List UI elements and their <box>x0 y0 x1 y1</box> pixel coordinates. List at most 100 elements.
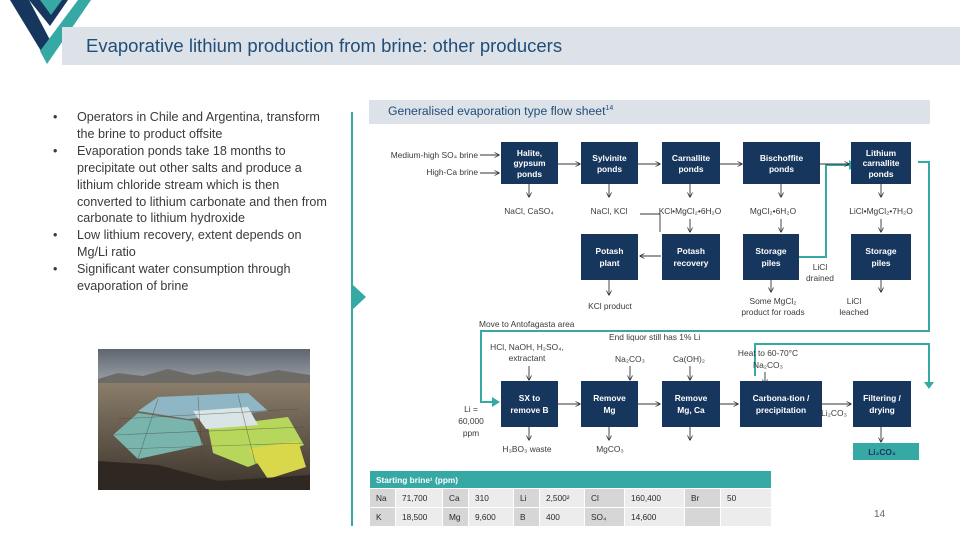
title-bar <box>62 27 960 65</box>
output-licarnallite-salts: LiCl•MgCl₂•7H₂O <box>849 206 913 216</box>
table-cell-value: 71,700 <box>395 488 443 508</box>
flowsheet-title-ref: 14 <box>605 104 614 112</box>
box-halite-line1: Halite, <box>517 148 542 158</box>
photo-mountains <box>98 369 310 385</box>
table-header: Starting brine¹ (ppm) <box>369 470 772 489</box>
box-sylvinite-line2: ponds <box>597 164 622 174</box>
flowsheet-title: Generalised evaporation type flow sheet1… <box>388 104 613 118</box>
note-antofagasta: Move to Antofagasta area <box>479 319 575 329</box>
input-na2co3: Na₂CO₃ <box>615 354 645 364</box>
flowsheet-title-text: Generalised evaporation type flow sheet <box>388 104 606 118</box>
box-carbonation-line2: precipitation <box>756 405 806 415</box>
output-sylvinite-salts: NaCl, KCl <box>591 206 628 216</box>
box-storage2-line1: Storage <box>865 246 897 256</box>
output-h3bo3: H₃BO₃ waste <box>502 444 552 454</box>
logo-inner-dark <box>29 0 68 26</box>
table-cell-value: 9,600 <box>468 507 514 527</box>
box-halite-line3: ponds <box>517 169 542 179</box>
arrow-sylvinite-salt-to-plant <box>640 213 661 232</box>
transfer-line-to-antofagasta <box>480 161 930 403</box>
output-bischoffite-salts: MgCl₂•6H₂O <box>750 206 797 216</box>
box-potash-plant-line1: Potash <box>596 246 624 256</box>
box-sylvinite-line1: Sylvinite <box>592 153 627 163</box>
box-storage1-line2: piles <box>761 258 780 268</box>
box-sx-line1: SX to <box>519 393 540 403</box>
table-cell-value: 160,400 <box>624 488 685 508</box>
vertical-divider <box>351 112 353 526</box>
starting-brine-table: Starting brine¹ (ppm) Na 71,700 Ca 310 L… <box>369 470 772 527</box>
box-carbonation: Carbona-tion / precipitation <box>740 381 822 427</box>
box-remove-mg-line2: Mg <box>603 405 615 415</box>
brine-transfer-lines <box>480 160 934 407</box>
logo-inner-teal <box>40 0 62 15</box>
bullet-item: Evaporation ponds take 18 months to prec… <box>50 143 335 228</box>
box-remove-mgca-line1: Remove <box>675 393 708 403</box>
divider-arrow-icon <box>352 284 366 310</box>
table-cell-value: 50 <box>720 488 772 508</box>
box-remove-mgca-line2: Mg, Ca <box>677 405 705 415</box>
transfer-arrowhead-filtering <box>924 382 934 389</box>
table-cell-element: Li <box>513 488 540 508</box>
bullet-list: Operators in Chile and Argentina, transf… <box>50 109 335 295</box>
note-li-line3: ppm <box>463 428 479 438</box>
table-cell-value: 14,600 <box>624 507 685 527</box>
table-cell-element: SO₄ <box>584 507 625 527</box>
input-caoh2: Ca(OH)₂ <box>673 354 705 364</box>
input-brine1: Medium-high SO₄ brine <box>391 150 479 160</box>
table-cell-element: Na <box>369 488 396 508</box>
table-cell-value: 310 <box>468 488 514 508</box>
table-cell-element: K <box>369 507 396 527</box>
page-title: Evaporative lithium production from brin… <box>86 35 563 56</box>
output-mgcl2-line2: product for roads <box>741 307 804 317</box>
box-filtering-line2: drying <box>869 405 895 415</box>
table-cell-element: B <box>513 507 540 527</box>
table-cell-element: Mg <box>442 507 469 527</box>
table-row: K 18,500 Mg 9,600 B 400 SO₄ 14,600 <box>369 507 772 527</box>
box-remove-mg: Remove Mg <box>581 381 638 427</box>
table-cell-value <box>720 507 772 527</box>
output-licl-leached-line1: LiCl <box>847 296 862 306</box>
transfer-line-storage-to-carnallite <box>799 164 849 258</box>
logo-chevron-dark <box>10 0 50 51</box>
output-mgcl2-line1: Some MgCl₂ <box>750 296 797 306</box>
table-cell-element <box>684 507 721 527</box>
box-carbonation-line1: Carbona-tion / <box>753 393 810 403</box>
input-sx-reagents-line1: HCl, NaOH, H₂SO₄, <box>490 342 564 352</box>
input-brine2: High-Ca brine <box>426 167 478 177</box>
bullet-item: Operators in Chile and Argentina, transf… <box>50 109 335 143</box>
output-kcl-product: KCl product <box>588 301 632 311</box>
table-cell-element: Ca <box>442 488 469 508</box>
box-carnallite-line2: ponds <box>678 164 703 174</box>
table-cell-value: 2,500² <box>539 488 585 508</box>
box-lithium-carnallite: Lithium carnallite ponds <box>851 142 911 184</box>
box-remove-mg-ca: Remove Mg, Ca <box>662 381 720 427</box>
photo-foreground <box>98 461 310 490</box>
box-sx-line2: remove B <box>510 405 548 415</box>
photo-pond-field-teal <box>113 413 203 459</box>
box-storage2-line2: piles <box>871 258 890 268</box>
box-remove-mg-line1: Remove <box>593 393 626 403</box>
box-storage1-line1: Storage <box>755 246 787 256</box>
box-carnallite: Carnallite ponds <box>662 142 720 184</box>
input-sx-reagents-line2: extractant <box>509 353 546 363</box>
table-header-row: Starting brine¹ (ppm) <box>369 470 772 489</box>
transfer-arrowhead-sx <box>492 397 500 407</box>
box-potash-plant: Potash plant <box>581 234 638 280</box>
input-heat-line1: Heat to 60-70°C <box>738 348 798 358</box>
output-mgco3: MgCO₃ <box>596 444 624 454</box>
box-bischoffite: Bischoffite ponds <box>743 142 820 184</box>
box-bischoffite-line1: Bischoffite <box>760 153 804 163</box>
box-potash-recovery: Potash recovery <box>662 234 720 280</box>
box-licarnallite-line1: Lithium <box>866 148 896 158</box>
final-product-label: Li₂CO₃ <box>868 447 896 457</box>
final-product-box <box>853 443 919 460</box>
box-licarnallite-line3: ponds <box>868 169 893 179</box>
photo-pond-field-yellow <box>248 441 306 479</box>
salt-flat-photo <box>98 349 310 490</box>
box-sx: SX to remove B <box>501 381 558 427</box>
note-li-line2: 60,000 <box>458 416 484 426</box>
flowsheet-diagram: Halite, gypsum ponds Sylvinite ponds Car… <box>391 142 934 460</box>
table-row: Na 71,700 Ca 310 Li 2,500² Cl 160,400 Br… <box>369 488 772 508</box>
box-storage-piles-1: Storage piles <box>743 234 799 280</box>
box-filtering-line1: Filtering / <box>863 393 901 403</box>
